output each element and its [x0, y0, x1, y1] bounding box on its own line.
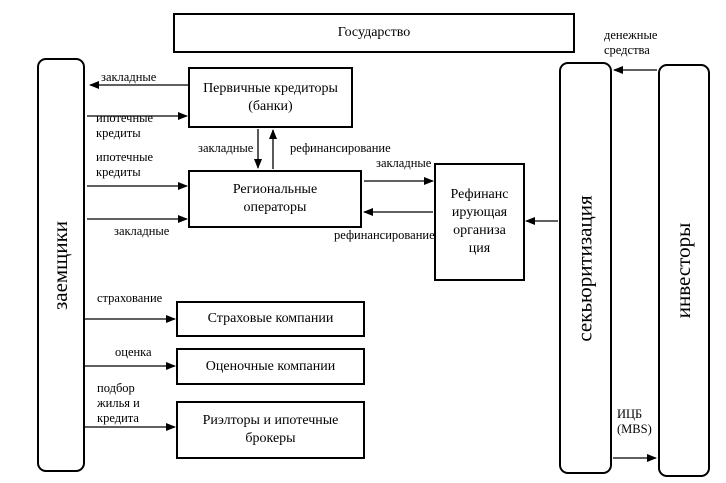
appraisal-label: Оценочные компании — [205, 358, 336, 374]
regional-operators-box: Региональные операторы — [188, 170, 362, 228]
primary-lenders-label: Первичные кредиторы (банки) — [203, 80, 338, 114]
realtors-box: Риэлторы и ипотечные брокеры — [176, 401, 365, 459]
state-label: Государство — [337, 25, 411, 40]
label-refinancing-1: рефинансирование — [290, 141, 391, 155]
label-mortgage-notes-2: закладные — [114, 224, 170, 238]
regional-operators-label: Региональные операторы — [232, 182, 318, 215]
label-mbs-flow: ИЦБ (MBS) — [617, 407, 652, 436]
securitization-box: секьюритизация — [559, 62, 612, 474]
label-mortgage-notes-4: закладные — [376, 156, 432, 170]
realtors-label: Риэлторы и ипотечные брокеры — [202, 413, 339, 446]
insurance-box: Страховые компании — [176, 301, 365, 337]
primary-lenders-box: Первичные кредиторы (банки) — [188, 67, 353, 128]
label-money-flow: денежные средства — [604, 28, 658, 57]
label-mortgage-loans-2: ипотечные кредиты — [96, 150, 154, 179]
label-insurance-flow: страхование — [97, 291, 163, 305]
investors-box: инвесторы — [658, 64, 710, 477]
label-housing-credit-flow: подбор жилья и кредита — [97, 381, 140, 425]
label-refinancing-2: рефинансирование — [334, 228, 435, 242]
insurance-label: Страховые компании — [207, 311, 334, 326]
investors-label: инвесторы — [671, 222, 696, 319]
borrowers-label: заемщики — [48, 220, 73, 310]
state-box: Государство — [173, 13, 575, 53]
refinancing-org-label: Рефинанс ирующая организа ция — [450, 187, 509, 256]
appraisal-box: Оценочные компании — [176, 348, 365, 385]
label-mortgage-notes-1: закладные — [101, 70, 157, 84]
refinancing-org-box: Рефинанс ирующая организа ция — [434, 163, 525, 281]
label-appraisal-flow: оценка — [115, 345, 152, 359]
borrowers-box: заемщики — [37, 58, 85, 472]
securitization-label: секьюритизация — [573, 194, 597, 342]
label-mortgage-loans-1: ипотечные кредиты — [96, 111, 154, 140]
label-mortgage-notes-3: закладные — [198, 141, 254, 155]
